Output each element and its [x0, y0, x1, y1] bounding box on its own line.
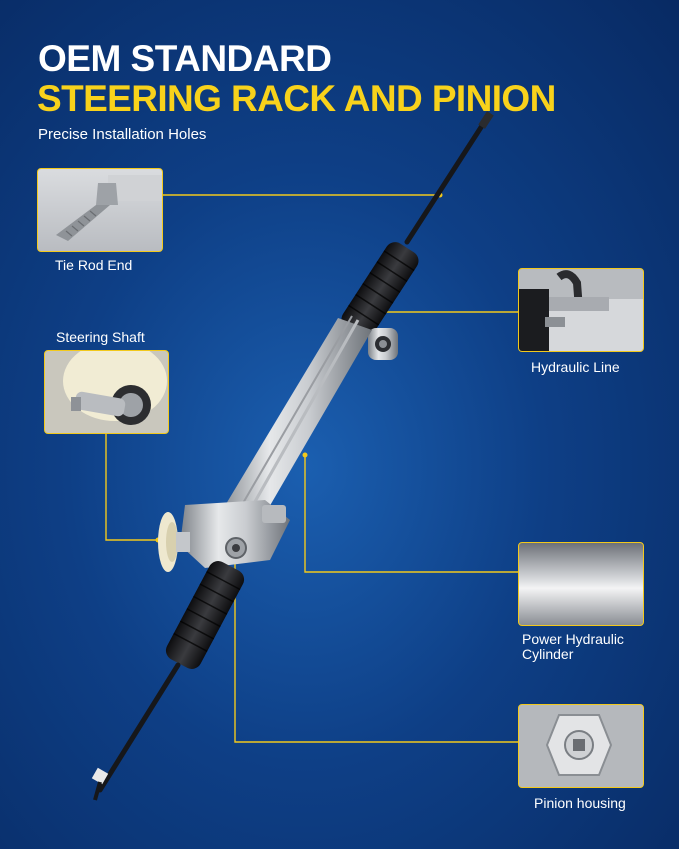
mount-bushing [368, 328, 398, 360]
power-hydraulic-cylinder-label-line2: Cylinder [522, 646, 574, 662]
lower-tie-rod [91, 662, 181, 801]
power-hydraulic-cylinder-label-line1: Power Hydraulic [522, 631, 624, 647]
pinion-housing-label: Pinion housing [534, 795, 626, 811]
leader-steering-shaft [105, 432, 158, 541]
tie-rod-end-label: Tie Rod End [55, 257, 133, 273]
hydraulic-line-icon [519, 270, 643, 351]
hydraulic-line-detail-box [518, 268, 644, 352]
tie-rod-end-detail-box [37, 168, 163, 252]
steering-shaft-icon [63, 351, 167, 425]
input-shaft-cap [158, 512, 190, 572]
page-title-line1: OEM STANDARD [38, 38, 332, 79]
pinion-housing-icon [519, 705, 643, 787]
leader-cylinder [304, 455, 518, 573]
leader-lines [105, 194, 518, 743]
page-subtitle: Precise Installation Holes [38, 126, 207, 143]
power-hydraulic-cylinder-detail-box [518, 542, 644, 626]
rack-housing [214, 315, 372, 540]
upper-tie-rod [404, 111, 494, 245]
page-title-line2: STEERING RACK AND PINION [37, 78, 556, 119]
pinion-valve-body [180, 500, 290, 568]
tie-rod-end-icon [56, 175, 162, 241]
steering-shaft-detail-box [44, 350, 169, 434]
upper-boot [341, 242, 419, 338]
pinion-housing-detail-box [518, 704, 644, 788]
lower-boot [165, 561, 245, 669]
steering-shaft-label: Steering Shaft [56, 329, 145, 345]
leader-pinion [234, 555, 518, 743]
hydraulic-line-label: Hydraulic Line [531, 359, 620, 375]
